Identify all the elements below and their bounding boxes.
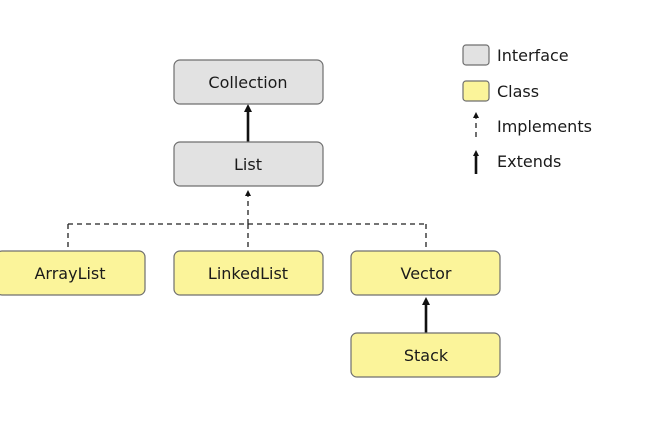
node-linkedlist: LinkedList [173,250,324,296]
legend-class-label: Class [497,82,539,101]
legend-implements-label: Implements [497,117,592,136]
node-arraylist-label: ArrayList [34,264,105,283]
node-stack: Stack [350,332,501,378]
node-collection-box [173,59,324,105]
legend-class-swatch [462,80,490,102]
node-list-label: List [234,155,262,174]
node-collection: Collection [173,59,324,105]
connectors [67,104,430,333]
node-collection-label: Collection [208,73,287,92]
node-list-box [173,141,324,187]
node-linkedlist-box [173,250,324,296]
node-arraylist: ArrayList [0,250,146,296]
node-stack-box [350,332,501,378]
node-linkedlist-label: LinkedList [208,264,288,283]
legend-extends-label: Extends [497,152,561,171]
legend-interface-label: Interface [497,46,569,65]
node-stack-label: Stack [404,346,449,365]
node-vector: Vector [350,250,501,296]
node-vector-label: Vector [401,264,452,283]
node-vector-box [350,250,501,296]
legend: Interface Class Implements Extends [462,44,592,174]
node-list: List [173,141,324,187]
legend-interface-swatch [462,44,490,66]
node-arraylist-box [0,250,146,296]
